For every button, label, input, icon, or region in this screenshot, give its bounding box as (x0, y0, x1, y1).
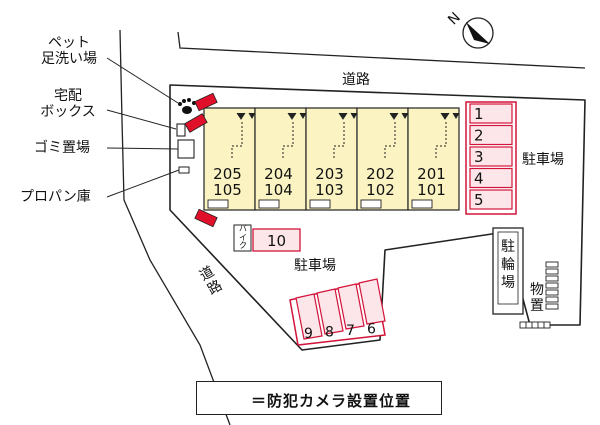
parking-space-label: 9 (304, 326, 313, 342)
delivery-box-label: 宅配 ボックス (28, 88, 108, 120)
unit-number-lower: 102 (366, 181, 395, 199)
bicycle-parking-label: 駐 輪 場 (500, 238, 516, 292)
unit-number-upper: 204 (264, 165, 293, 183)
camera-icon (194, 208, 218, 228)
parking-space-label: 7 (346, 323, 355, 339)
delivery-box (176, 123, 186, 137)
parking-space-10-label: 10 (267, 232, 286, 250)
parking-space-1: 1 (469, 103, 513, 124)
garbage-label: ゴミ置場 (34, 140, 90, 156)
storage-label: 物 置 (529, 282, 545, 314)
bike-box (233, 224, 252, 252)
legend-text: ＝防犯カメラ設置位置 (251, 392, 412, 410)
unit-number-lower: 104 (264, 181, 293, 199)
parking-space-label: 1 (474, 105, 484, 123)
leader-lines (106, 57, 180, 198)
camera-icon (194, 92, 218, 112)
parking-space-8: 8 (316, 288, 344, 341)
unit-number-lower: 101 (417, 181, 446, 199)
parking-space-9: 9 (295, 293, 323, 342)
compass-label: N (445, 10, 464, 29)
parking-space-label: 2 (474, 127, 484, 145)
parking-space-10 (252, 228, 301, 252)
storage-bottom (519, 321, 551, 329)
legend: ＝防犯カメラ設置位置 (196, 381, 442, 415)
bike-char-2: イ (239, 232, 247, 242)
parking-center-label: 駐車場 (294, 258, 336, 274)
parking-space-label: 5 (474, 191, 484, 209)
delivery-box-line-2: ボックス (40, 104, 96, 120)
bicycle-char-1: 駐 (501, 239, 515, 255)
propane-store (178, 166, 190, 174)
compass-arrow-icon (466, 22, 490, 44)
pet-wash-line-2: 足洗い場 (41, 51, 97, 67)
unit-number-upper: 203 (315, 165, 344, 183)
parking-space-label: 8 (325, 325, 334, 341)
parking-space-2: 2 (469, 124, 513, 146)
parking-space-label: 3 (474, 148, 484, 166)
parking-space-3: 3 (469, 146, 513, 167)
cameras (184, 92, 218, 228)
bike-char-1: バ (239, 224, 247, 233)
compass: N (445, 10, 494, 49)
bicycle-char-2: 輪 (501, 257, 515, 273)
unit-number-upper: 205 (213, 165, 242, 183)
storage-char-2: 置 (530, 298, 544, 314)
unit-number-upper: 201 (417, 165, 446, 183)
parking-space-4: 4 (469, 167, 513, 189)
storage-char-1: 物 (530, 282, 544, 298)
garbage-area (177, 139, 195, 159)
paw-icon (178, 98, 196, 114)
parking-right: 1 2 3 4 5 (465, 101, 517, 215)
bicycle-parking-inner (497, 231, 519, 305)
road-edge-left (119, 29, 231, 425)
bike-label: バ イ ク (235, 224, 251, 251)
propane-label: プロパン庫 (20, 189, 91, 205)
bike-char-3: ク (239, 241, 247, 250)
parking-space-6: 6 (358, 278, 386, 338)
pet-wash-label: ペット 足洗い場 (32, 35, 106, 67)
camera-icon (184, 113, 208, 133)
parking-space-label: 6 (367, 322, 376, 338)
bicycle-char-3: 場 (501, 275, 515, 291)
parking-space-7: 7 (337, 283, 365, 339)
unit-number-lower: 105 (213, 181, 242, 199)
parking-right-label: 駐車場 (522, 152, 564, 168)
unit-number-lower: 103 (315, 181, 344, 199)
storage-racks (545, 261, 559, 310)
parking-space-label: 4 (474, 170, 484, 188)
parking-space-5: 5 (469, 189, 513, 210)
delivery-box-line-1: 宅配 (54, 88, 82, 104)
pet-wash-line-1: ペット (48, 35, 90, 51)
road-edge-top (177, 31, 586, 69)
unit-number-upper: 202 (366, 165, 395, 183)
road-top-label: 道路 (342, 72, 370, 88)
